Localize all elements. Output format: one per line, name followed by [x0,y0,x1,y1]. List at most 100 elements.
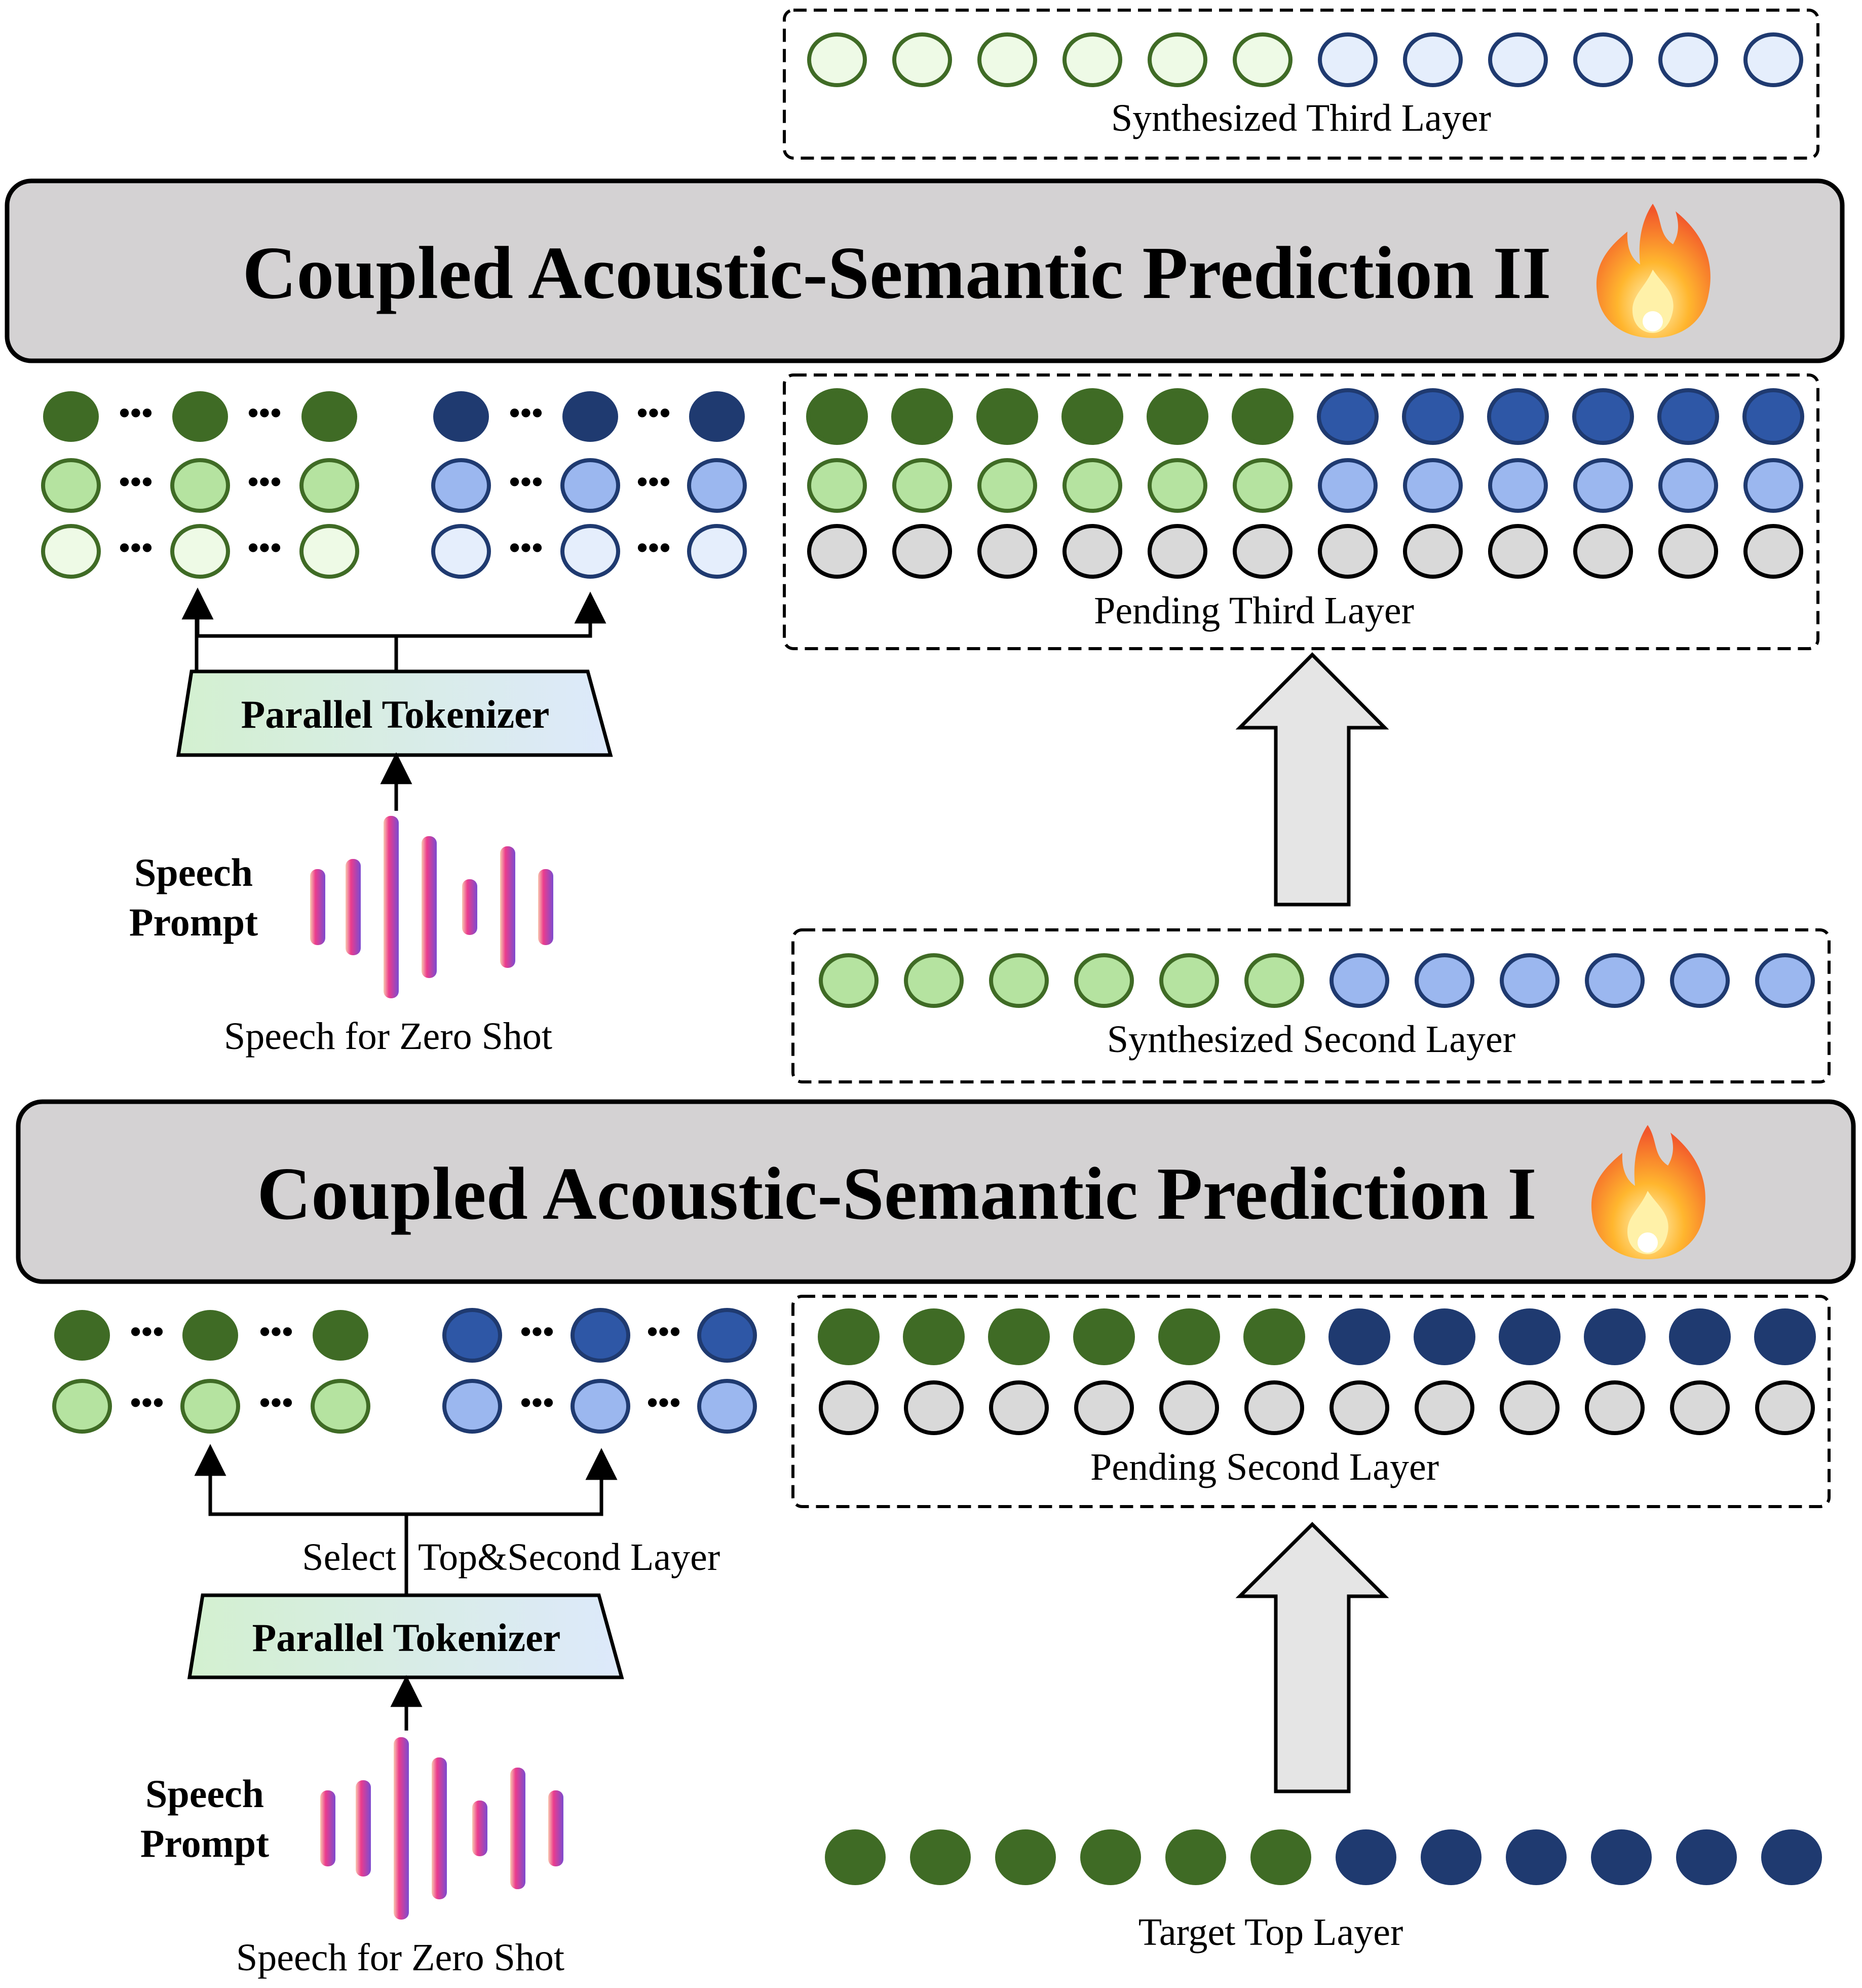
target-top-token [1250,1829,1311,1885]
target-top-token [1506,1829,1567,1885]
pending-third-second-token [1658,458,1718,513]
prompt-token [689,391,745,442]
prompt-token [433,391,489,442]
speech-waveform-icon [310,816,553,998]
prompt-token [313,1310,368,1361]
pending-third-grey-token [1233,524,1293,579]
upper-speech-caption: Speech for Zero Shot [224,1015,552,1058]
waveform-bar [462,879,477,935]
upper-big-arrow [1235,652,1389,907]
upper-branch [196,598,590,671]
waveform-bar [510,1768,525,1889]
waveform-bar [422,836,437,978]
lower-prompt-text: Prompt [140,1821,269,1865]
pending-third-grey-token [1148,524,1207,579]
pending-third-top-token [1402,388,1464,445]
synth-third-token [1658,32,1718,87]
module-two-box [5,178,1845,363]
synth-third-token [1062,32,1122,87]
pending-third-second-token [1573,458,1633,513]
synth-third-token [1743,32,1803,87]
prompt-token [697,1379,757,1434]
pending-third-top-token [976,388,1038,445]
ellipsis-dots: ••• [119,395,153,431]
synth-second-token [1670,953,1730,1008]
waveform-bar [432,1757,447,1899]
pending-second-top-token [1669,1308,1731,1365]
synth-second-token [989,953,1049,1008]
synth-second-token [1500,953,1560,1008]
pending-third-second-token [1233,458,1293,513]
pending-third-grey-token [1318,524,1378,579]
prompt-token [43,391,99,442]
pending-second-grey-token [989,1380,1049,1435]
pending-third-second-token [977,458,1037,513]
ellipsis-dots: ••• [130,1384,164,1420]
pending-third-grey-token [1573,524,1633,579]
waveform-bar [500,846,515,968]
pending-third-top-token [1061,388,1123,445]
synth-second-token [819,953,879,1008]
pending-second-top-token [1328,1308,1390,1365]
pending-third-top-token [891,388,953,445]
lower-parallel-tokenizer [187,1593,624,1679]
synth-third-token [1403,32,1463,87]
target-top-token [1421,1829,1481,1885]
module-one-box [16,1099,1856,1284]
pending-second-top-token [988,1308,1050,1365]
pending-third-top-token [1487,388,1549,445]
pending-third-second-token [807,458,867,513]
pending-second-grey-token [1670,1380,1730,1435]
pending-third-top-token [1657,388,1719,445]
pending-second-grey-token [1500,1380,1560,1435]
pending-third-grey-token [1488,524,1548,579]
prompt-token [697,1308,757,1363]
select-label: Select [302,1536,396,1579]
prompt-token [687,524,747,579]
lower-speech-caption: Speech for Zero Shot [236,1936,564,1979]
pending-second-top-token [1073,1308,1135,1365]
pending-third-grey-token [892,524,952,579]
waveform-bar [394,1737,409,1920]
pending-third-grey-token [1062,524,1122,579]
pending-second-top-token [1499,1308,1561,1365]
prompt-token [172,391,228,442]
prompt-token [687,458,747,513]
synth-second-token [1415,953,1474,1008]
prompt-token [301,391,357,442]
prompt-token [431,524,491,579]
pending-second-top-token [903,1308,965,1365]
pending-third-rows [806,388,1804,579]
prompt-token [442,1379,502,1434]
ellipsis-dots: ••• [647,1384,680,1420]
waveform-bar [320,1790,335,1866]
prompt-token [311,1379,370,1434]
prompt-token [52,1379,112,1434]
ellipsis-dots: ••• [247,395,281,431]
prompt-token [571,1379,630,1434]
upper-tokenizer-label: Parallel Tokenizer [241,692,550,736]
prompt-token [560,524,620,579]
waveform-bar [384,816,399,998]
waveform-bar [472,1801,487,1856]
ellipsis-dots: ••• [259,1384,293,1420]
ellipsis-dots: ••• [520,1384,554,1420]
module-two-title: Coupled Acoustic-Semantic Prediction II [242,232,1551,315]
pending-third-grey-token [807,524,867,579]
pending-third-second-token [892,458,952,513]
prompt-token [442,1308,502,1363]
pending-third-second-token [1148,458,1207,513]
prompt-token [560,458,620,513]
target-top-label: Target Top Layer [1138,1911,1403,1954]
pending-second-rows [818,1308,1816,1435]
pending-third-second-token [1318,458,1378,513]
pending-third-top-token [1572,388,1634,445]
target-top-token [910,1829,971,1885]
prompt-token [41,458,101,513]
synth-third-token [1318,32,1378,87]
pending-second-grey-token [1585,1380,1645,1435]
pending-third-top-token [1317,388,1379,445]
prompt-token [54,1310,110,1361]
synth-second-token [1329,953,1389,1008]
